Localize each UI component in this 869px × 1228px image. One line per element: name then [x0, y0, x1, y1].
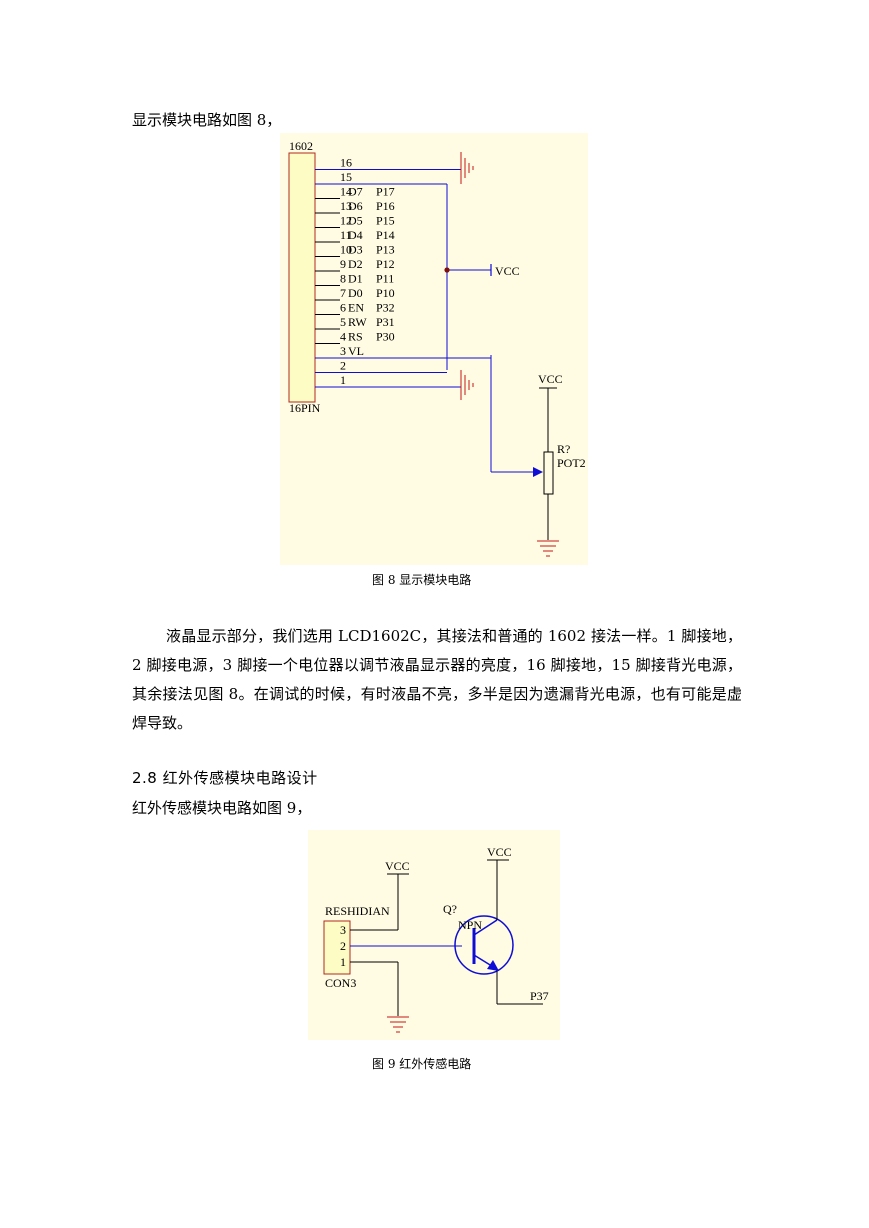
connector-ref: CON3 [325, 976, 356, 990]
pin-number: 3 [340, 344, 346, 358]
pin-number: 16 [340, 156, 352, 170]
intro-fig9: 红外传感模块电路如图 9， [132, 799, 312, 817]
pin-signal: D2 [348, 257, 363, 271]
npn-transistor [454, 915, 514, 975]
pin-number: 8 [340, 272, 346, 286]
output-label: P37 [530, 989, 549, 1003]
vcc-right-label: VCC [487, 845, 512, 859]
pin-signal: EN [348, 301, 364, 315]
pin-number: 14 [340, 185, 352, 199]
connector-name: RESHIDIAN [325, 904, 390, 918]
pin-number: 4 [340, 330, 346, 344]
pot-vcc-label: VCC [538, 372, 563, 386]
section-heading: 2.8 红外传感模块电路设计 [132, 769, 318, 787]
figure-9-schematic: RESHIDIAN 3 2 1 CON3 VCC Q? NPN VCC P37 [308, 830, 560, 1040]
pin-signal: D1 [348, 272, 363, 286]
pin-signal: D7 [348, 185, 363, 199]
lcd-connector-body [288, 152, 316, 403]
pin-signal: RS [348, 330, 363, 344]
pin-number: 12 [340, 214, 352, 228]
pin-port: P17 [376, 185, 395, 199]
caption-fig9: 图 9 红外传感电路 [372, 1057, 472, 1071]
vcc-label: VCC [495, 264, 520, 278]
schematic-background [280, 133, 588, 565]
connector-body [323, 920, 351, 975]
pin-number: 1 [340, 373, 346, 387]
pin-number: 7 [340, 286, 346, 300]
pin-signal: D3 [348, 243, 363, 257]
ground-symbol [460, 370, 474, 400]
transistor-ref: Q? [443, 902, 457, 916]
pin-port: P15 [376, 214, 395, 228]
ground-symbol [460, 152, 474, 184]
pin-port: P30 [376, 330, 395, 344]
pin-signal: RW [348, 315, 367, 329]
pin-number: 9 [340, 257, 346, 271]
pin-number: 15 [340, 170, 352, 184]
pin-number: 2 [340, 359, 346, 373]
pin-port: P10 [376, 286, 395, 300]
pot-ref: R? [557, 442, 570, 456]
potentiometer [543, 451, 554, 495]
pin-port: P11 [376, 272, 394, 286]
pin-signal: D4 [348, 228, 363, 242]
ground-symbol [537, 540, 559, 557]
pin-number: 10 [340, 243, 352, 257]
pin-signal: VL [348, 344, 364, 358]
pin-port: P12 [376, 257, 395, 271]
pin-number: 13 [340, 199, 352, 213]
pin-signal: D6 [348, 199, 363, 213]
pot-name: POT2 [557, 456, 586, 470]
pin-number: 11 [340, 228, 352, 242]
lcd-header-label: 1602 [289, 139, 313, 153]
pin-port: P31 [376, 315, 395, 329]
pin-number: 1 [340, 955, 346, 969]
pin-number: 3 [340, 923, 346, 937]
intro-fig8: 显示模块电路如图 8， [132, 111, 282, 129]
pin-signal: D0 [348, 286, 363, 300]
caption-fig8: 图 8 显示模块电路 [372, 573, 472, 587]
transistor-type: NPN [458, 918, 482, 932]
pin-number: 5 [340, 315, 346, 329]
pin-number: 6 [340, 301, 346, 315]
ground-symbol [387, 1016, 409, 1033]
pin-port: P13 [376, 243, 395, 257]
lcd-footer-label: 16PIN [289, 401, 321, 415]
pin-number: 2 [340, 939, 346, 953]
vcc-left-label: VCC [385, 859, 410, 873]
pin-port: P32 [376, 301, 395, 315]
body-paragraph: 液晶显示部分，我们选用 LCD1602C，其接法和普通的 1602 接法一样。1… [132, 627, 742, 732]
junction-dot [444, 267, 450, 273]
pin-port: P14 [376, 228, 395, 242]
pin-signal: D5 [348, 214, 363, 228]
pin-port: P16 [376, 199, 395, 213]
